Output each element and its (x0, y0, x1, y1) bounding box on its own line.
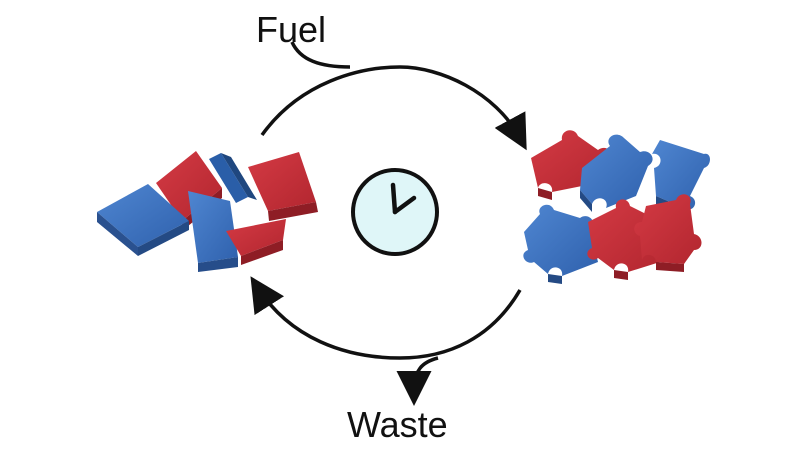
blue-square-piece (209, 153, 257, 203)
blue-puzzle-piece (523, 204, 598, 284)
blue-square-piece (188, 191, 238, 272)
red-puzzle-piece (634, 194, 702, 272)
waste-output-curve (396, 356, 439, 406)
red-square-piece (226, 219, 286, 265)
red-square-piece (248, 152, 318, 221)
upper-cycle-arrow (260, 65, 527, 151)
blue-puzzle-piece (580, 134, 653, 212)
clock-icon (351, 168, 439, 256)
waste-label: Waste (347, 404, 448, 445)
blue-square-piece (97, 184, 189, 256)
separated-pieces-group (97, 151, 318, 272)
lower-cycle-arrow (250, 276, 522, 360)
fuel-input-curve (290, 41, 351, 69)
assembled-puzzle-group (523, 130, 710, 284)
